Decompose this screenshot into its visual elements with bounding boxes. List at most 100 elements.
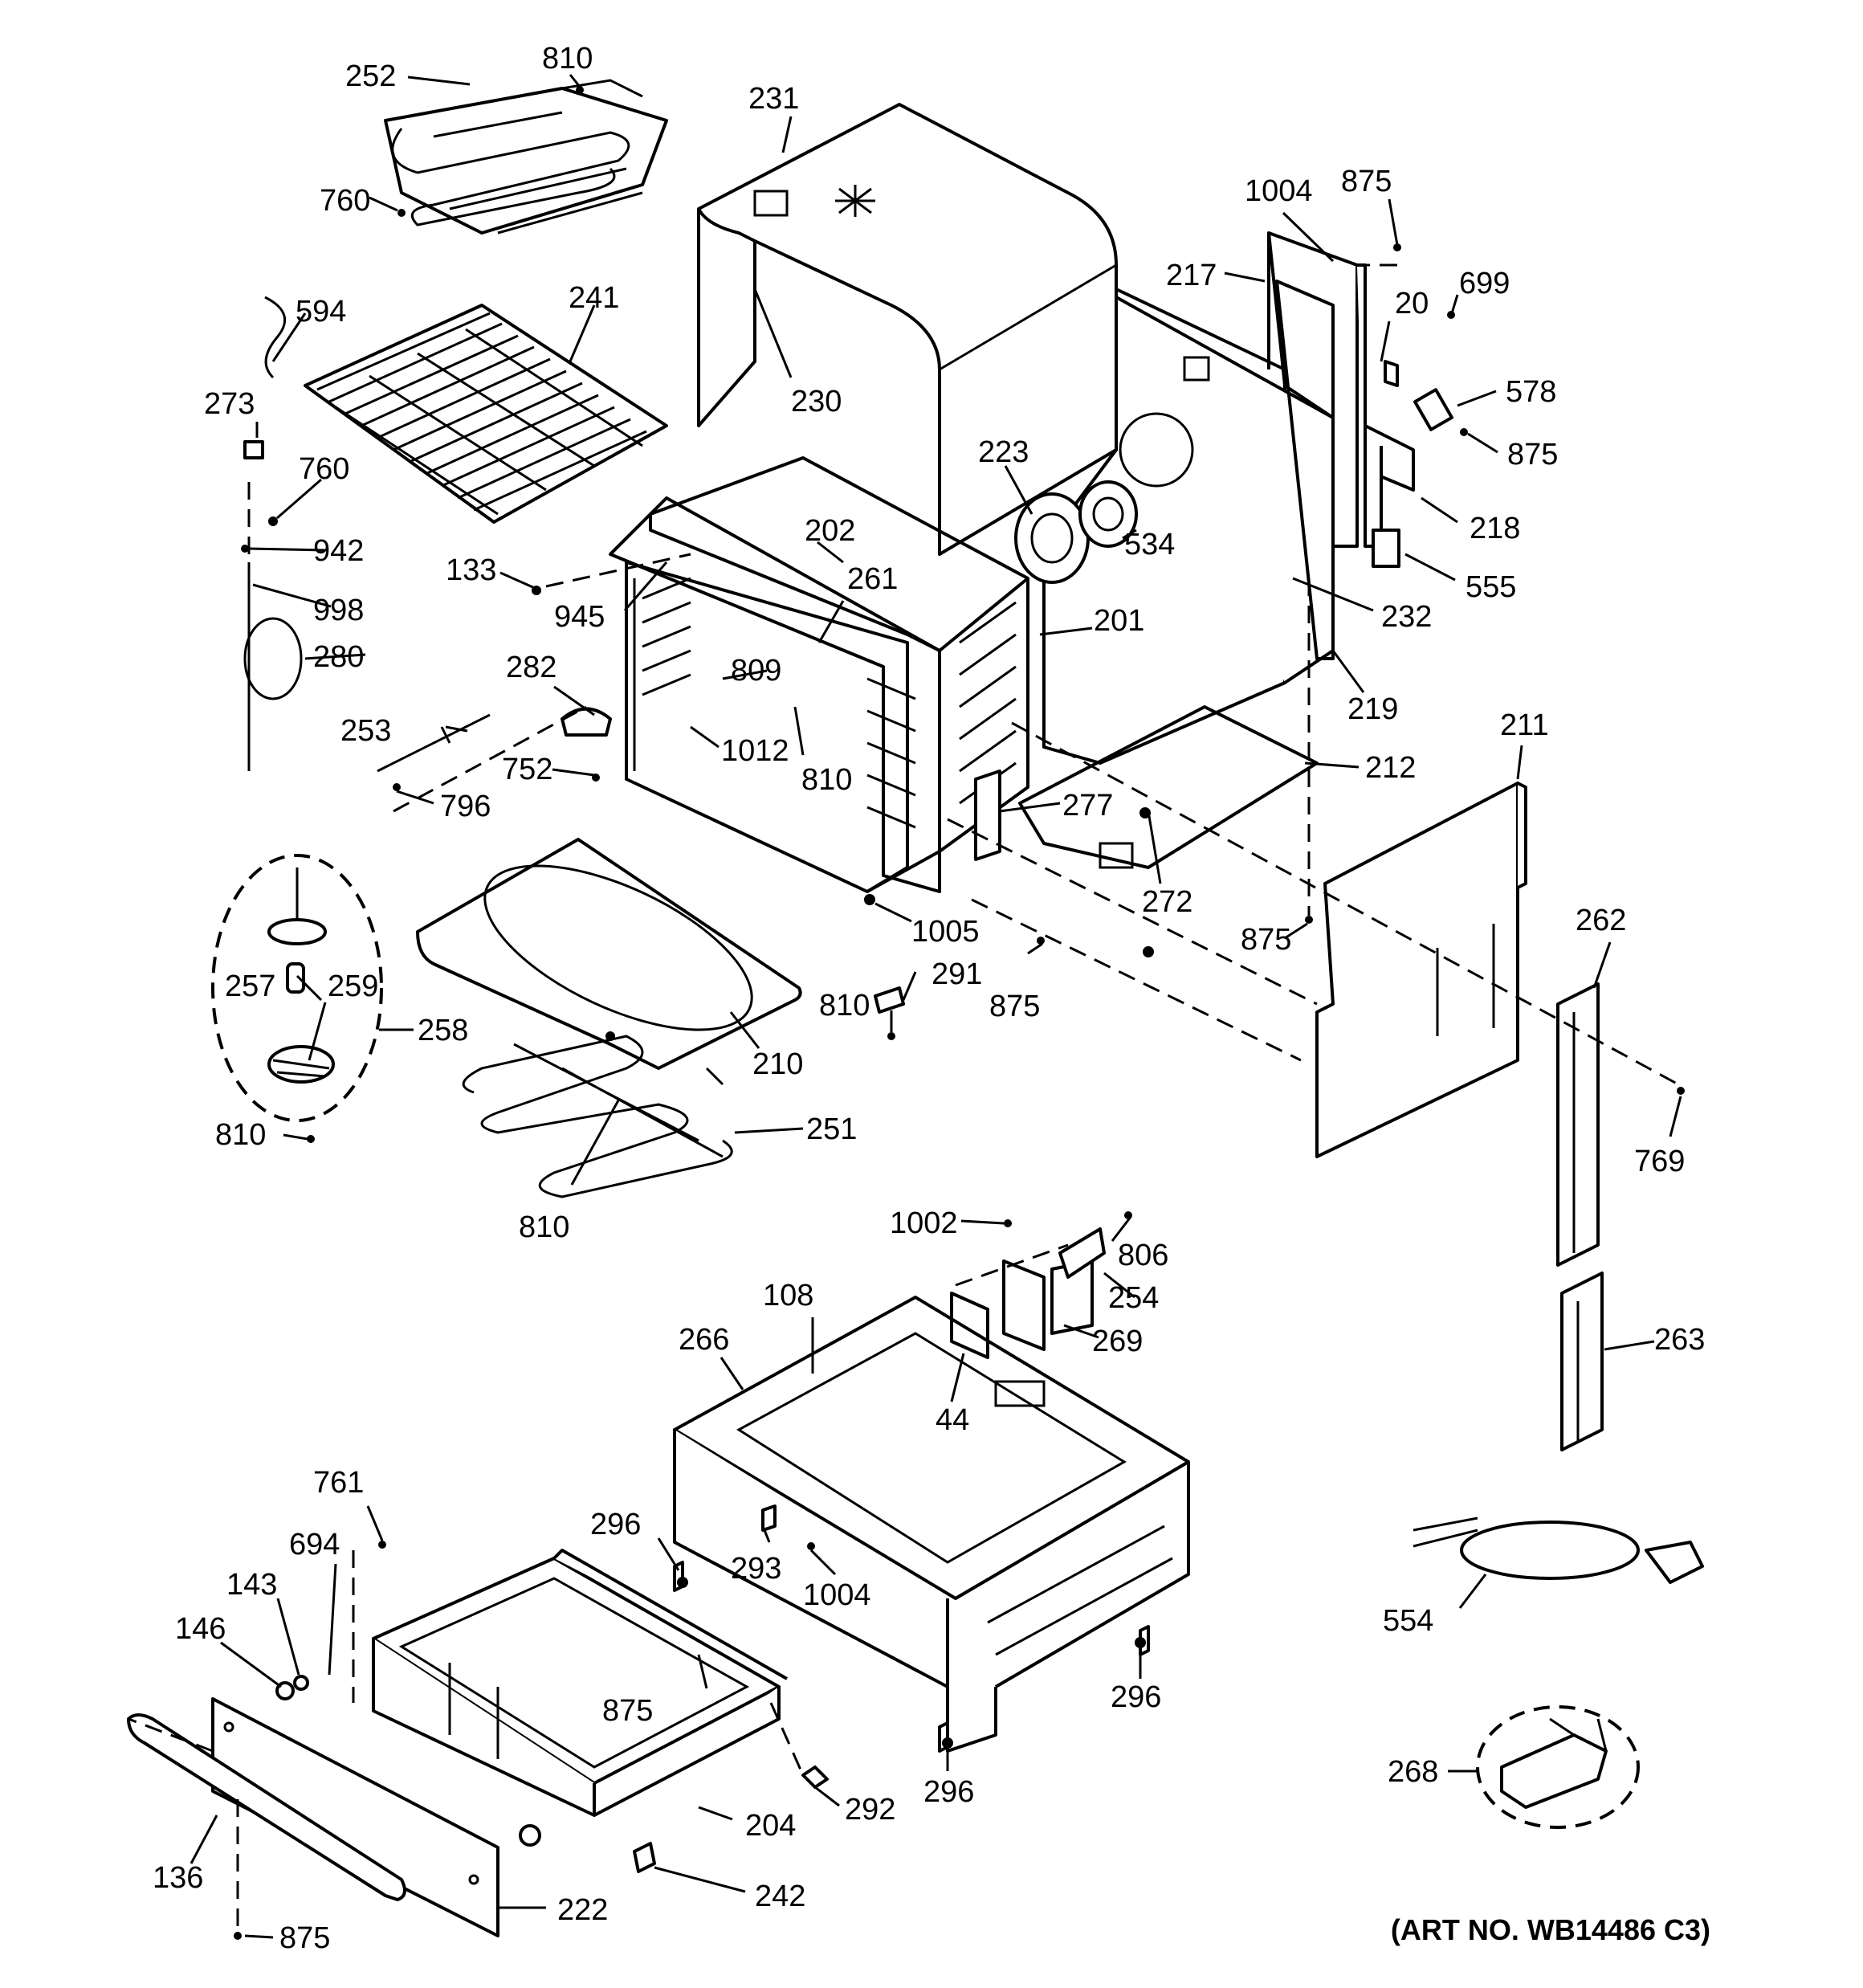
oven-rack-241 (304, 304, 668, 524)
rear-panel-211 (1315, 782, 1527, 1158)
callout-1005: 1005 (911, 915, 980, 949)
callout-277: 277 (1062, 789, 1113, 823)
callout-254: 254 (1108, 1281, 1159, 1315)
callout-1004: 1004 (803, 1578, 871, 1612)
callout-266: 266 (679, 1323, 729, 1357)
callout-273: 273 (204, 387, 255, 421)
callout-146: 146 (175, 1612, 226, 1646)
callout-222: 222 (557, 1893, 608, 1927)
base-frame-266 (673, 1296, 1190, 1753)
callout-219: 219 (1347, 692, 1398, 726)
callout-534: 534 (1124, 528, 1175, 561)
callout-242: 242 (755, 1880, 805, 1913)
callout-806: 806 (1118, 1239, 1168, 1272)
callout-280: 280 (313, 640, 364, 674)
callout-282: 282 (506, 651, 556, 684)
callout-296: 296 (590, 1508, 641, 1541)
oven-bottom-210 (416, 838, 802, 1070)
callout-261: 261 (847, 562, 898, 596)
callout-809: 809 (731, 654, 781, 688)
convection-fan-223 (1014, 480, 1138, 584)
callout-578: 578 (1506, 375, 1556, 409)
callout-554: 554 (1383, 1604, 1433, 1638)
leader-lines (190, 74, 1682, 1939)
callout-810: 810 (519, 1210, 569, 1244)
callout-201: 201 (1094, 604, 1144, 638)
callout-291: 291 (932, 957, 982, 991)
small-parts (377, 707, 905, 1014)
callout-875: 875 (279, 1921, 330, 1955)
callout-296: 296 (923, 1775, 974, 1809)
callout-1004: 1004 (1245, 174, 1313, 208)
callout-875: 875 (989, 990, 1040, 1023)
art-number-label: (ART NO. WB14486 C3) (1391, 1913, 1710, 1946)
callout-594: 594 (296, 295, 346, 329)
callout-293: 293 (731, 1552, 781, 1586)
callout-212: 212 (1365, 751, 1416, 785)
side-trim-263 (1560, 1272, 1604, 1451)
callout-204: 204 (745, 1809, 796, 1843)
callout-218: 218 (1470, 512, 1520, 545)
bracket-269 (950, 1227, 1106, 1359)
power-cord-554 (1413, 1517, 1704, 1584)
callout-20: 20 (1395, 287, 1429, 320)
callout-699: 699 (1459, 267, 1510, 300)
drawer-clips (275, 1504, 1150, 1873)
drawer-handle-136 (127, 1713, 406, 1901)
callout-875: 875 (1507, 438, 1558, 471)
callout-760: 760 (320, 184, 370, 218)
callout-210: 210 (752, 1047, 803, 1081)
outer-wrapper-231 (697, 103, 1118, 556)
callout-1012: 1012 (721, 734, 789, 768)
callout-251: 251 (806, 1112, 857, 1146)
callout-263: 263 (1654, 1323, 1705, 1357)
parts-drawings (127, 79, 1704, 1940)
callout-810: 810 (542, 42, 593, 76)
callout-241: 241 (569, 281, 619, 315)
bottom-panel-212 (1018, 705, 1319, 869)
callout-875: 875 (602, 1694, 653, 1728)
callout-761: 761 (313, 1466, 364, 1500)
callout-875: 875 (1241, 923, 1291, 957)
screws (234, 86, 1685, 1940)
callout-555: 555 (1466, 570, 1516, 604)
callout-296: 296 (1111, 1680, 1161, 1714)
callout-259: 259 (328, 970, 378, 1003)
callout-269: 269 (1092, 1325, 1143, 1358)
drawer-204 (372, 1549, 788, 1817)
callout-230: 230 (791, 385, 842, 418)
anti-tip-bracket-268 (1476, 1705, 1640, 1829)
callout-810: 810 (215, 1118, 266, 1152)
callout-769: 769 (1634, 1145, 1685, 1178)
callout-133: 133 (446, 553, 496, 587)
callout-760: 760 (299, 452, 349, 486)
callout-232: 232 (1381, 600, 1432, 634)
callout-1002: 1002 (890, 1206, 958, 1240)
callout-202: 202 (805, 514, 855, 548)
callout-231: 231 (748, 82, 799, 116)
callout-numbers: 252 810 760 594 241 273 760 942 998 280 … (153, 42, 1710, 1955)
side-trim-262 (1556, 982, 1600, 1267)
callout-810: 810 (819, 989, 870, 1023)
callout-752: 752 (502, 753, 552, 786)
callout-217: 217 (1166, 259, 1217, 292)
callout-211: 211 (1500, 708, 1549, 742)
callout-875: 875 (1341, 165, 1392, 198)
callout-262: 262 (1576, 904, 1626, 937)
callout-810: 810 (801, 763, 852, 797)
callout-945: 945 (554, 600, 605, 634)
bracket-277 (974, 769, 1001, 861)
callout-272: 272 (1142, 885, 1192, 919)
callout-223: 223 (978, 435, 1029, 469)
callout-998: 998 (313, 594, 364, 627)
sensor-assembly-258 (211, 854, 383, 1122)
front-frame-202 (609, 496, 941, 893)
callout-796: 796 (440, 790, 491, 823)
callout-136: 136 (153, 1861, 203, 1895)
callout-258: 258 (418, 1014, 468, 1047)
callout-44: 44 (936, 1403, 969, 1437)
alignment-lines (128, 263, 1679, 1928)
broil-element-252 (384, 79, 668, 235)
callout-253: 253 (340, 714, 391, 748)
